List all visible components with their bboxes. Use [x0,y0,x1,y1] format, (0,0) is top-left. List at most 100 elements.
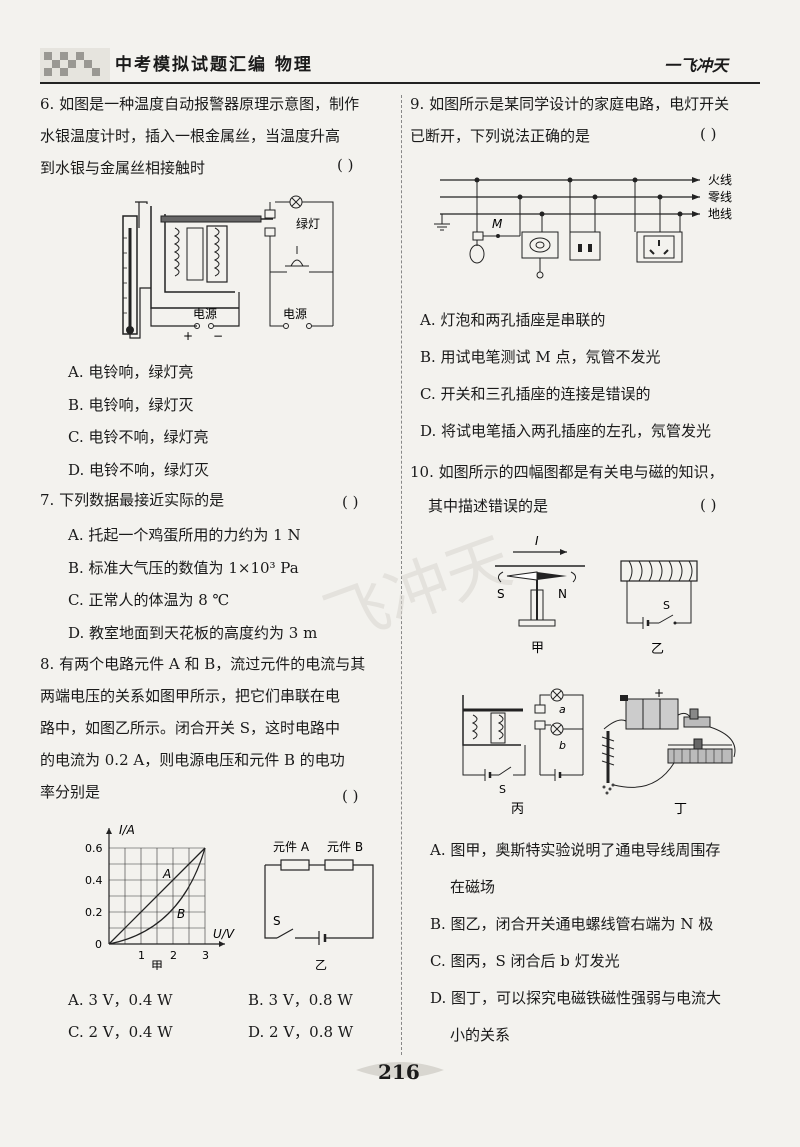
q8-xtick-2: 2 [170,949,177,962]
q9-option-c: C. 开关和三孔插座的连接是错误的 [420,385,651,403]
q7-option-d: D. 教室地面到天花板的高度约为 3 m [68,623,318,642]
q6-line-1: 6. 如图是一种温度自动报警器原理示意图，制作 [40,95,360,113]
q6-power2-label: 电源 [283,307,307,321]
q8-option-c: C. 2 V，0.4 W [68,1023,173,1041]
q8-ytick-04: 0.4 [85,874,103,887]
q7-answer-paren: ( ) [342,493,359,511]
q8-switch-label: S [273,914,281,928]
q10-bing-a: a [559,703,566,716]
q8-xtick-1: 1 [138,949,145,962]
q9-figure: 火线 零线 地线 M [434,173,732,279]
q6-option-d: D. 电铃不响，绿灯灭 [68,460,210,479]
q7-options: A. 托起一个鸡蛋所用的力约为 1 N B. 标准大气压的数值为 1×10³ P… [68,519,317,649]
q10-fig-ding: + 丁 [601,686,736,815]
q10-fig-jia: I S N 甲 [495,534,585,656]
q10-ding-caption: 丁 [674,802,687,815]
q10-option-d-2: 小的关系 [450,1026,511,1044]
q9-point-m: M [492,217,503,231]
q6-line-2: 水银温度计时，插入一根金属丝，当温度升高 [40,127,341,145]
q9-option-a: A. 灯泡和两孔插座是串联的 [420,311,606,329]
q8-option-d: D. 2 V，0.8 W [248,1023,354,1041]
q8-stem: 8. 有两个电路元件 A 和 B，流过元件的电流与其 两端电压的关系如图甲所示，… [40,648,395,808]
header-brand: 一飞冲天 [664,56,729,75]
q8-ytick-06: 0.6 [85,842,103,855]
q7-option-b: B. 标准大气压的数值为 1×10³ Pa [68,558,299,577]
q8-elem-b-label: 元件 B [327,840,363,854]
q7-option-a: A. 托起一个鸡蛋所用的力约为 1 N [68,526,301,544]
q8-option-a: A. 3 V，0.4 W [68,991,173,1009]
page-number-ornament [356,1062,444,1078]
header-logo [40,48,110,82]
q10-options: A. 图甲，奥斯特实验说明了通电导线周围存 在磁场 B. 图乙，闭合开关通电螺线… [430,832,721,1054]
q8-curve-a [108,847,206,945]
q9-stem: 9. 如图所示是某同学设计的家庭电路，电灯开关 已断开，下列说法正确的是 [410,88,765,152]
q10-option-d-1: D. 图丁，可以探究电磁铁磁性强弱与电流大 [430,989,722,1007]
q8-answer-paren: ( ) [342,787,359,805]
q10-option-c: C. 图丙，S 闭合后 b 灯发光 [430,952,620,970]
q6-option-b: B. 电铃响，绿灯灭 [68,395,194,414]
q8-line-1: 8. 有两个电路元件 A 和 B，流过元件的电流与其 [40,655,366,673]
q8-elem-a-label: 元件 A [273,840,310,854]
q8-options: A. 3 V，0.4 W B. 3 V，0.8 W C. 2 V，0.4 W D. … [68,984,388,1048]
q8-curve-a-label: A [162,867,171,881]
q10-ding-plus: + [654,686,664,700]
q6-option-a: A. 电铃响，绿灯亮 [68,363,194,381]
q8-xlabel: U/V [213,927,235,941]
q8-ytick-0: 0 [95,938,102,951]
q6-plus-label: + [183,329,193,343]
q8-curve-b [108,847,206,945]
q10-fig-yi: S 乙 [620,560,698,657]
q6-options: A. 电铃响，绿灯亮 B. 电铃响，绿灯灭 C. 电铃不响，绿灯亮 D. 电铃不… [68,356,209,486]
q10-jia-caption: 甲 [531,641,544,656]
q9-line-1: 9. 如图所示是某同学设计的家庭电路，电灯开关 [410,95,730,113]
q8-circuit-caption: 乙 [315,958,327,970]
q9-ground-label: 地线 [708,207,732,221]
q9-live-label: 火线 [708,173,732,187]
q8-graph: I/A U/V 0.6 0.4 0.2 0 1 2 3 A B 甲 [85,823,235,970]
q7-stem: 7. 下列数据最接近实际的是 [40,491,225,509]
q6-figure: 绿灯 电源 电源 + − [122,195,334,343]
q6-line-3: 到水银与金属丝相接触时 [40,159,206,177]
q8-ylabel: I/A [119,823,135,837]
q6-power1-label: 电源 [193,307,217,321]
q10-yi-caption: 乙 [651,642,664,657]
q10-line-2: 其中描述错误的是 [428,497,549,515]
q9-neutral-label: 零线 [708,190,732,204]
q8-ytick-02: 0.2 [85,906,103,919]
q10-line-1: 10. 如图所示的四幅图都是有关电与磁的知识， [410,463,724,481]
q8-line-2: 两端电压的关系如图甲所示，把它们串联在电 [40,687,341,705]
q6-option-c: C. 电铃不响，绿灯亮 [68,428,209,446]
q8-circuit: 元件 A 元件 B S 乙 [264,840,374,970]
q8-option-b: B. 3 V，0.8 W [248,991,353,1009]
q8-line-4: 的电流为 0.2 A，则电源电压和元件 B 的电功 [40,751,345,769]
q8-graph-caption: 甲 [151,959,163,970]
header-title: 中考模拟试题汇编 物理 [115,55,313,75]
q10-option-a-1: A. 图甲，奥斯特实验说明了通电导线周围存 [430,841,721,859]
q10-option-a-2: 在磁场 [450,878,496,896]
q10-bing-b: b [559,739,566,752]
page-number: 216 [378,1060,420,1084]
q9-option-b: B. 用试电笔测试 M 点，氖管不发光 [420,348,661,366]
q6-answer-paren: ( ) [337,156,354,174]
q10-yi-s: S [663,599,670,612]
column-divider [401,95,402,1055]
q10-fig-bing: a b S 丙 [462,688,584,815]
q10-stem: 10. 如图所示的四幅图都是有关电与磁的知识， 其中描述错误的是 [410,455,765,523]
q10-jia-current: I [535,534,539,548]
header-rule [40,82,760,84]
q10-answer-paren: ( ) [700,496,717,514]
q10-option-b: B. 图乙，闭合开关通电螺线管右端为 N 极 [430,915,714,933]
q9-line-2: 已断开，下列说法正确的是 [410,127,591,145]
q10-bing-caption: 丙 [511,802,524,815]
q10-jia-s: S [497,587,505,601]
q8-xtick-3: 3 [202,949,209,962]
q10-bing-s: S [499,783,506,796]
q6-stem: 6. 如图是一种温度自动报警器原理示意图，制作 水银温度计时，插入一根金属丝，当… [40,88,390,184]
q8-line-3: 路中，如图乙所示。闭合开关 S，这时电路中 [40,719,341,737]
q6-lamp-label: 绿灯 [296,216,320,231]
q6-minus-label: − [213,329,223,343]
q9-answer-paren: ( ) [700,125,717,143]
q8-line-5: 率分别是 [40,783,101,801]
q8-curve-b-label: B [177,907,185,921]
q7-option-c: C. 正常人的体温为 8 ℃ [68,591,230,609]
